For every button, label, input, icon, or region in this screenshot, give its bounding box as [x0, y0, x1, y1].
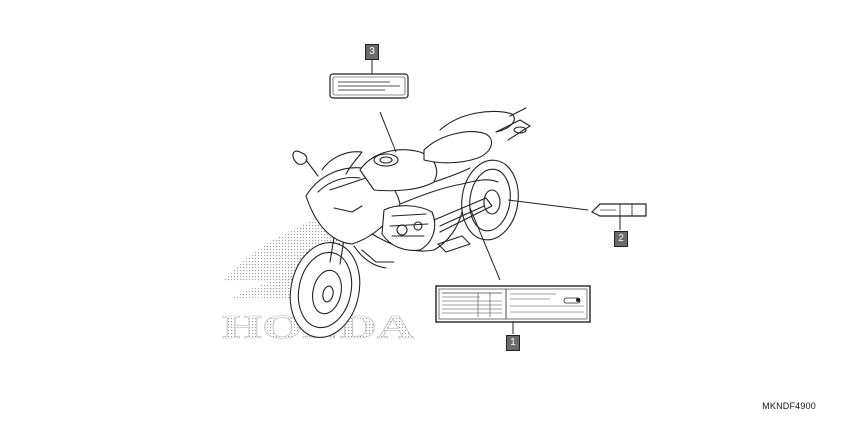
- callout-2-number: 2: [618, 233, 624, 244]
- callout-1-badge: 1: [506, 335, 520, 351]
- callout-2-badge: 2: [614, 231, 628, 247]
- callout-3-badge: 3: [365, 44, 379, 60]
- callout-3-number: 3: [369, 46, 375, 57]
- drawing-code: MKNDF4900: [762, 401, 816, 411]
- label-3-pointer: [379, 111, 397, 153]
- motorcycle-outline: [289, 107, 531, 339]
- label-2-sticker: [590, 203, 647, 217]
- label-1-pointer: [469, 207, 501, 281]
- label-1-sticker: [435, 285, 591, 323]
- callout-1-number: 1: [510, 337, 516, 348]
- label-3-sticker: [329, 73, 409, 99]
- label-2-pointer: [507, 199, 589, 211]
